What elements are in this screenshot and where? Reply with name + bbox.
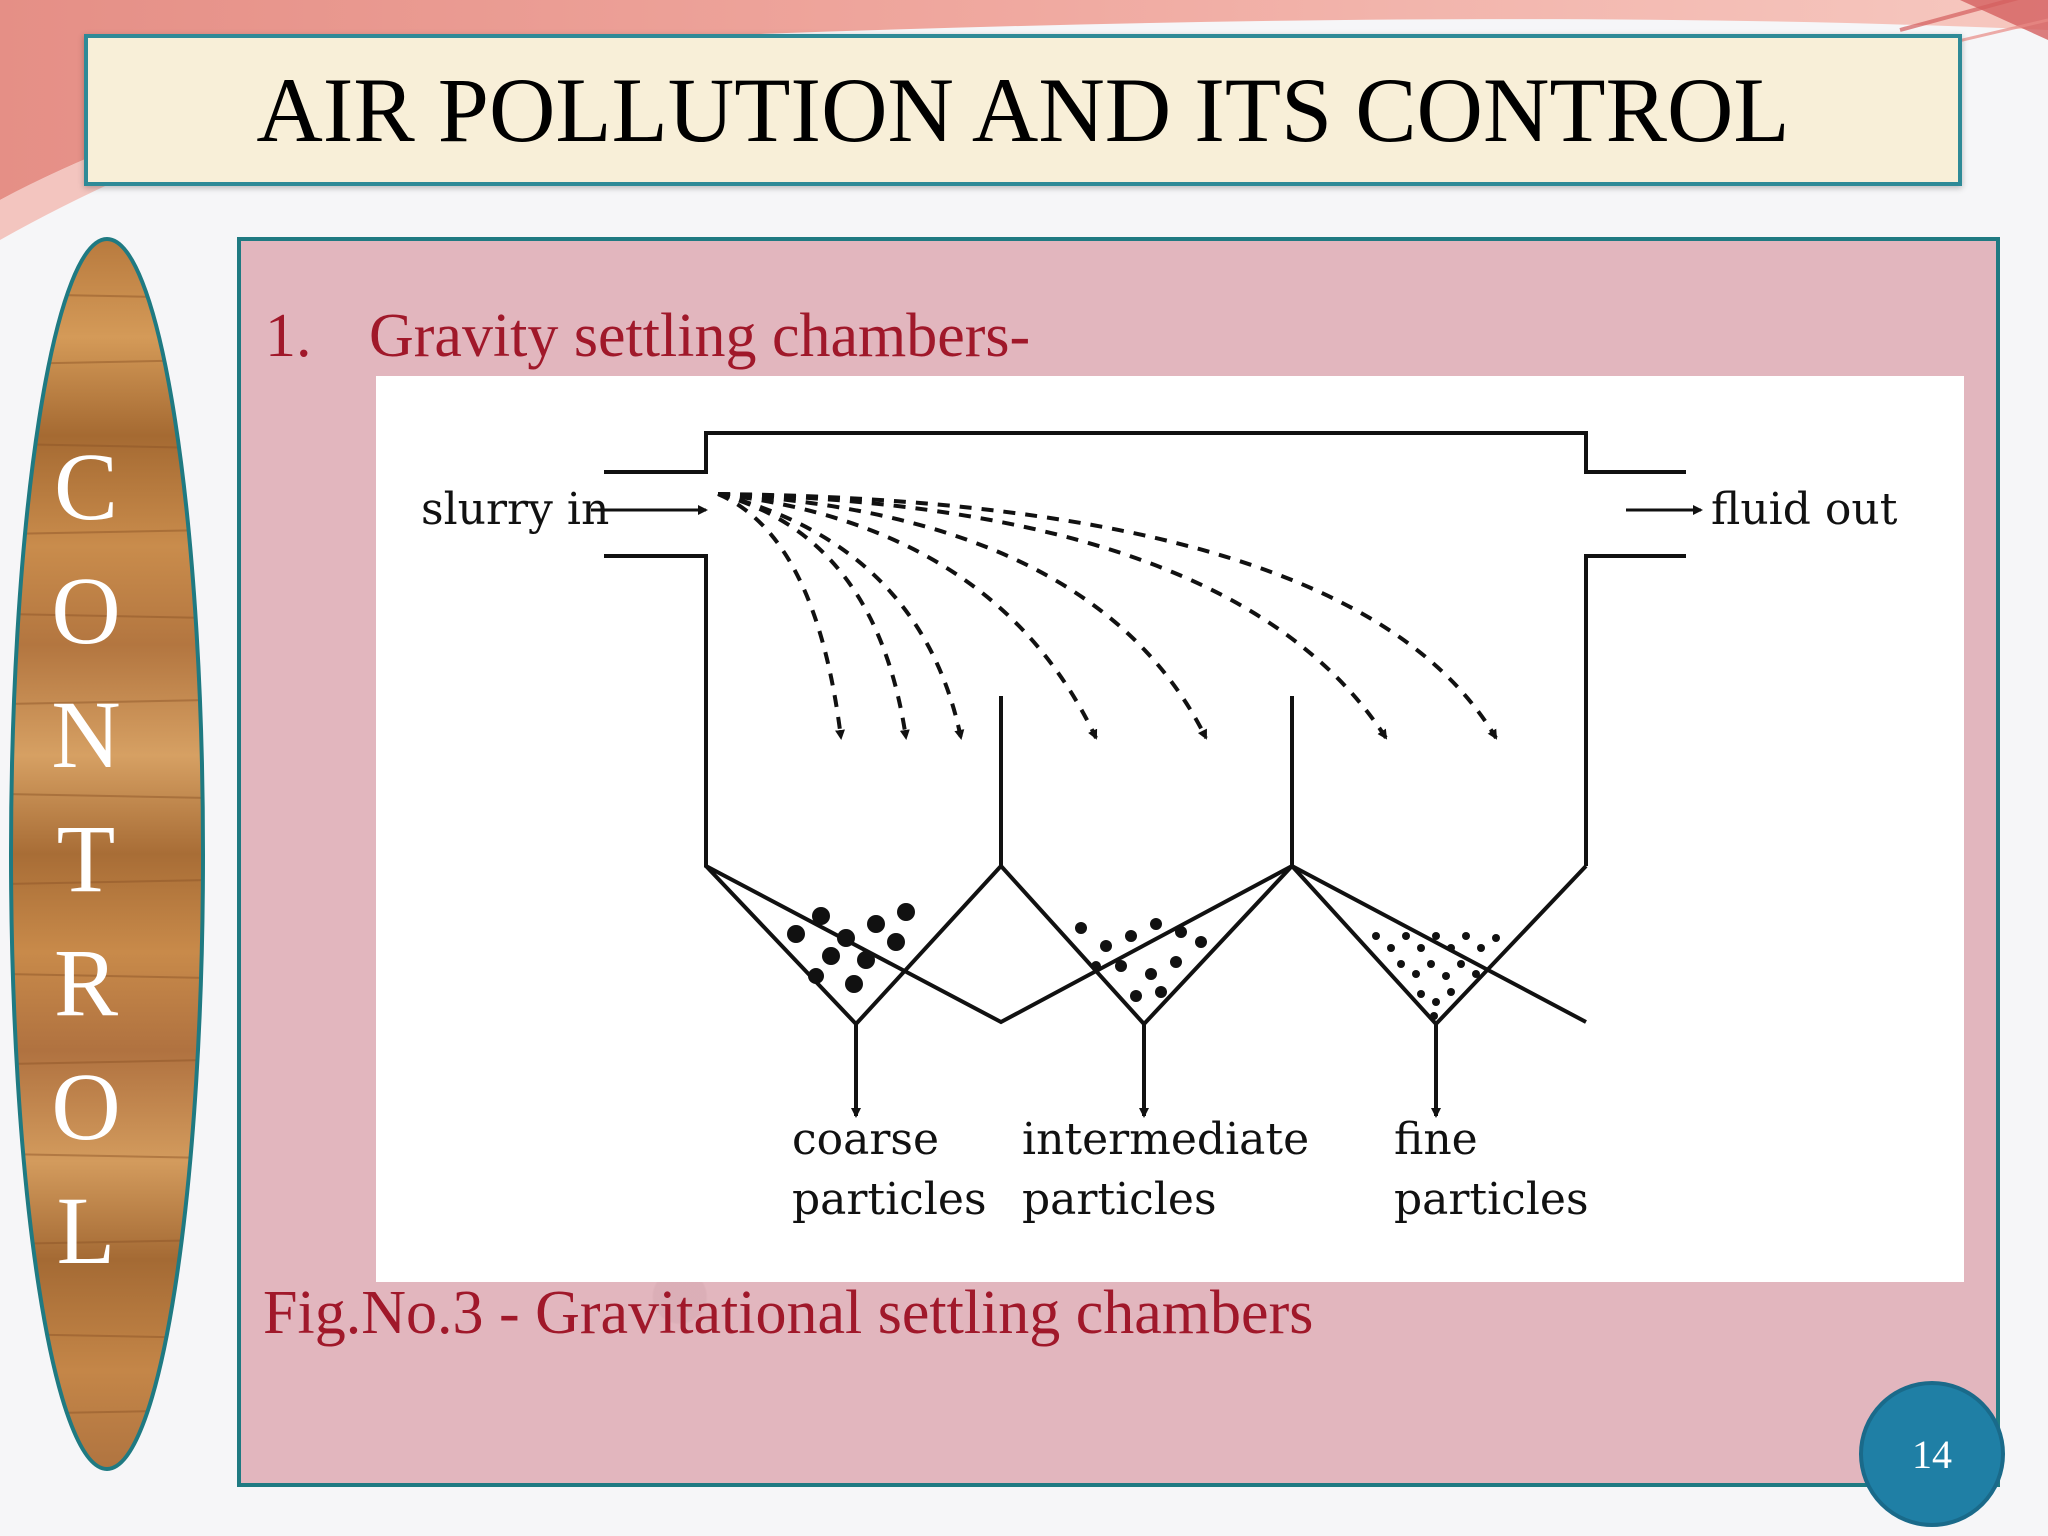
diagram-drawing: slurry in fluid out coarse particles int… bbox=[421, 431, 1898, 1225]
fine-label-line1: fine bbox=[1394, 1114, 1478, 1165]
side-letter: O bbox=[51, 557, 121, 664]
figure-caption: Fig.No.3 - Gravitational settling chambe… bbox=[263, 1279, 1314, 1347]
side-letter: N bbox=[51, 681, 121, 788]
outlet-label: fluid out bbox=[1711, 484, 1898, 535]
page-number: 14 bbox=[1912, 1431, 1952, 1477]
heading-number: 1. bbox=[265, 302, 312, 370]
fine-label-line2: particles bbox=[1394, 1174, 1589, 1225]
particle-trajectories bbox=[717, 492, 1498, 740]
settling-chamber-diagram: slurry in fluid out coarse particles int… bbox=[376, 376, 1964, 1282]
coarse-label-line2: particles bbox=[792, 1174, 987, 1225]
side-letter: L bbox=[56, 1177, 116, 1284]
coarse-label-line1: coarse bbox=[792, 1114, 939, 1165]
side-letter: T bbox=[56, 805, 116, 912]
side-letter: C bbox=[53, 433, 119, 540]
heading-text: Gravity settling chambers- bbox=[369, 302, 1031, 370]
fine-particle-dots bbox=[1372, 932, 1500, 1020]
page-number-badge: 14 bbox=[1859, 1381, 2005, 1527]
intermediate-particle-dots bbox=[1075, 918, 1207, 1002]
vertical-word-control: C O N T R O L bbox=[6, 425, 166, 1293]
wood-oval-sidebar bbox=[9, 237, 205, 1471]
slide-title: AIR POLLUTION AND ITS CONTROL bbox=[256, 59, 1790, 161]
section-heading: 1. Gravity settling chambers- bbox=[265, 301, 1030, 372]
inlet-label: slurry in bbox=[421, 484, 609, 535]
content-panel: 1. Gravity settling chambers- bbox=[237, 237, 2000, 1487]
discharge-arrows bbox=[851, 1024, 1441, 1118]
title-banner: AIR POLLUTION AND ITS CONTROL bbox=[84, 34, 1962, 186]
intermediate-label-line1: intermediate bbox=[1022, 1114, 1309, 1165]
intermediate-label-line2: particles bbox=[1022, 1174, 1217, 1225]
side-letter: R bbox=[53, 929, 119, 1036]
chamber-outline bbox=[604, 431, 1686, 1027]
coarse-particle-dots bbox=[787, 903, 915, 993]
side-letter: O bbox=[51, 1053, 121, 1160]
